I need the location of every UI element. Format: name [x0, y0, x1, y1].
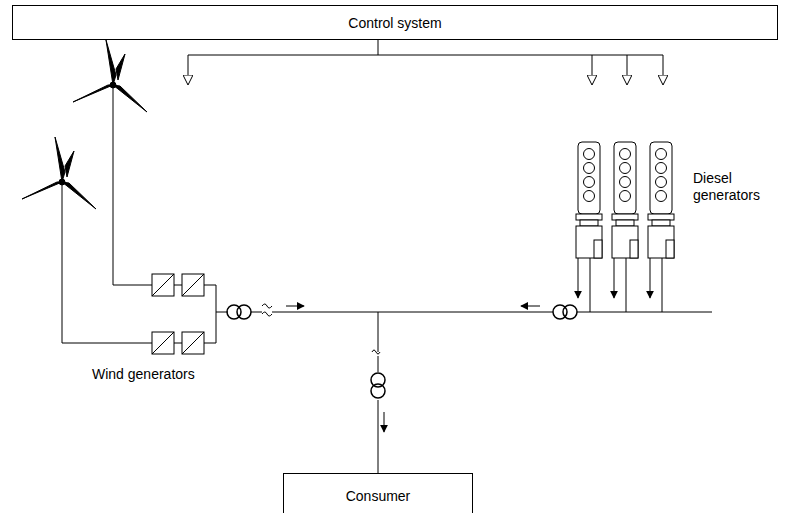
diesel-generator-symbol	[648, 142, 674, 258]
inverter-symbol	[182, 332, 204, 354]
inverter-symbol	[182, 274, 204, 296]
wind-turbine	[73, 40, 147, 285]
box-label: Control system	[348, 15, 441, 31]
power-lines	[251, 258, 712, 473]
diesel-generator-symbol	[612, 142, 638, 258]
control-lines	[188, 40, 663, 84]
equipment-label: Diesel generators	[693, 170, 777, 204]
transformer-symbol	[227, 305, 251, 319]
rectifier-symbol	[152, 274, 174, 296]
consumer-box: Consumer	[283, 473, 473, 513]
wind-turbine	[22, 137, 96, 343]
control-box: Control system	[12, 5, 778, 40]
box-label: Consumer	[346, 488, 411, 504]
diesel-generator-symbol	[576, 142, 602, 258]
transformer-symbol	[553, 305, 577, 319]
transformer-symbol	[371, 373, 385, 398]
equipment-label: Wind generators	[92, 366, 232, 383]
rectifier-symbol	[152, 332, 174, 354]
